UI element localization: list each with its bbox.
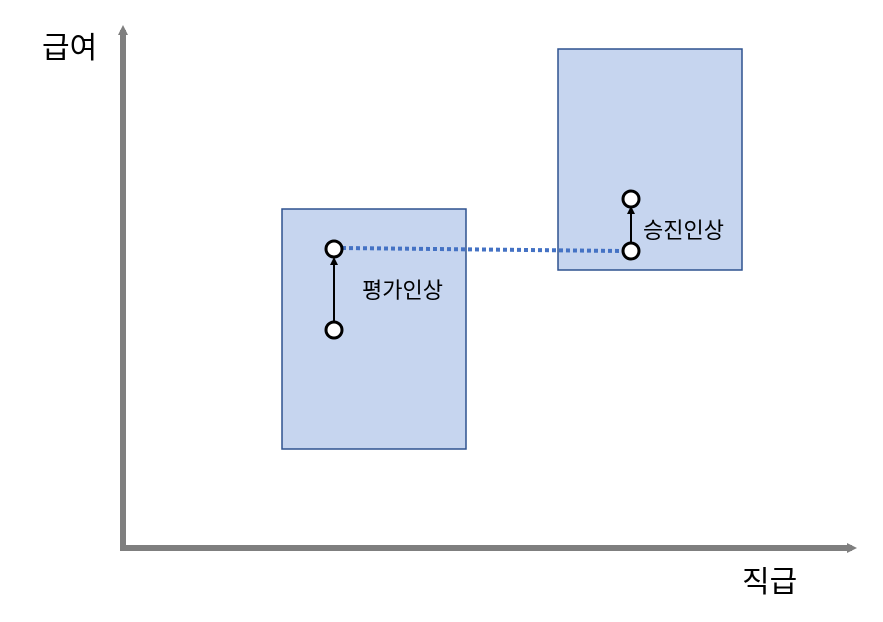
grade-band-lower [281, 208, 467, 450]
promotion-start-marker [621, 241, 641, 261]
grade-band-upper [557, 48, 743, 271]
evaluation-start-marker [324, 320, 344, 340]
evaluation-raise-label: 평가인상 [362, 279, 443, 304]
y-axis-label: 급여 [42, 31, 97, 66]
evaluation-end-marker [324, 239, 344, 259]
salary-level-connector [341, 246, 623, 253]
x-axis-label: 직급 [742, 565, 797, 600]
promotion-raise-label: 승진인상 [643, 219, 724, 244]
promotion-end-marker [621, 189, 641, 209]
